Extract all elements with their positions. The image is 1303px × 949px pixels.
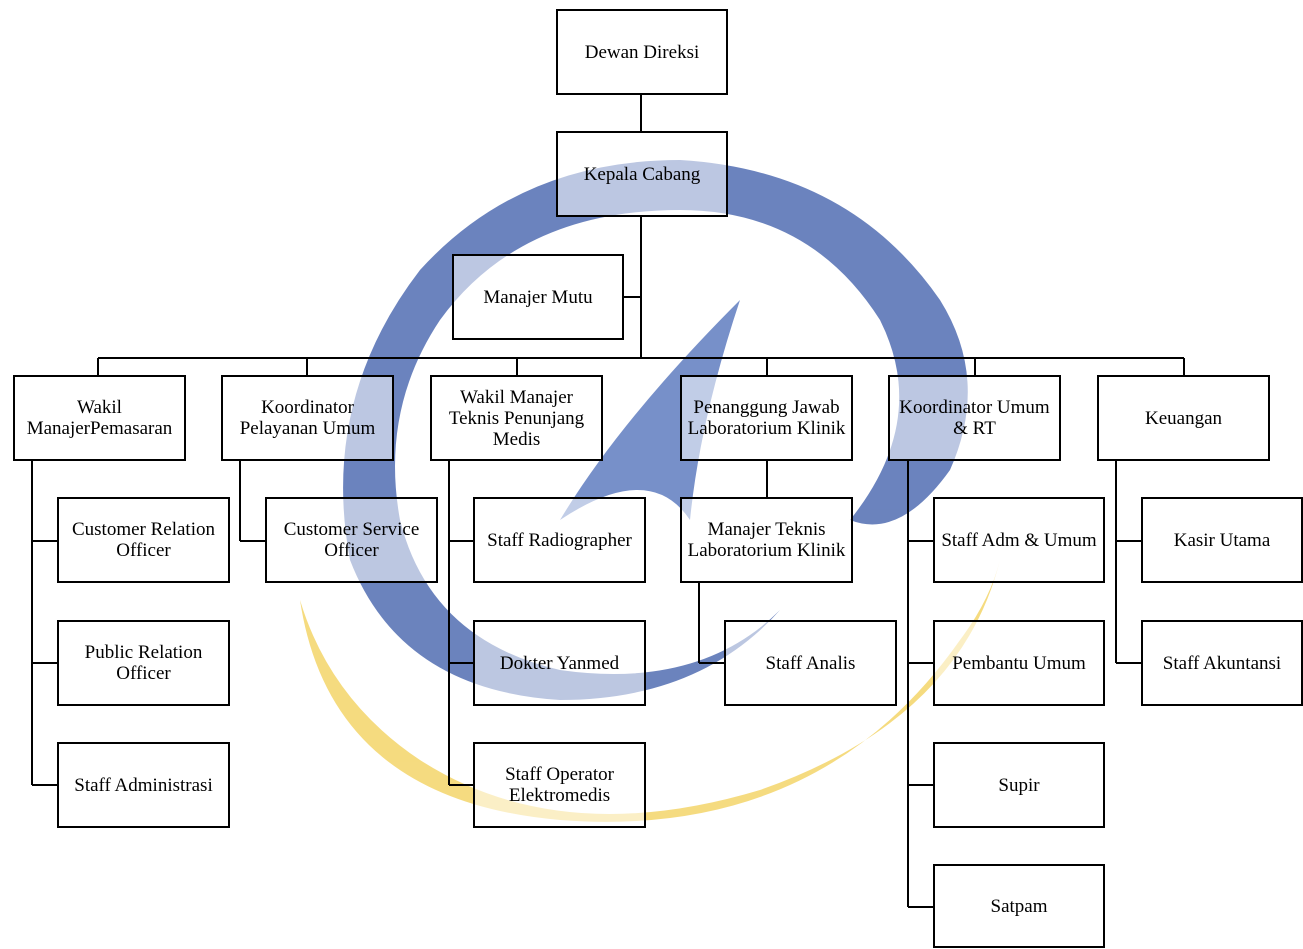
node-label: Pembantu Umum (952, 652, 1086, 674)
node-label: Satpam (990, 895, 1048, 917)
node-staff-adm-umum: Staff Adm & Umum (933, 497, 1105, 583)
node-label: Keuangan (1144, 407, 1223, 429)
node-label: Koordinator Umum & RT (899, 397, 1050, 439)
node-label: Kasir Utama (1173, 529, 1271, 551)
node-kasir-utama: Kasir Utama (1141, 497, 1303, 583)
node-label: Staff Operator Elektromedis (505, 764, 614, 806)
node-label: Koordinator Pelayanan Umum (239, 397, 376, 439)
node-pembantu-umum: Pembantu Umum (933, 620, 1105, 706)
node-label: Customer Relation Officer (71, 519, 215, 561)
node-label: Manajer Teknis Laboratorium Klinik (687, 519, 846, 561)
node-label: Staff Administrasi (74, 774, 213, 796)
node-label: Dokter Yanmed (499, 652, 620, 674)
node-staff-radiographer: Staff Radiographer (473, 497, 646, 583)
node-label: Wakil Manajer Teknis Penunjang Medis (448, 386, 585, 450)
node-label: Staff Analis (765, 652, 856, 674)
node-supir: Supir (933, 742, 1105, 828)
node-manajer-teknis-lab: Manajer Teknis Laboratorium Klinik (680, 497, 853, 583)
node-staff-operator-elektromedis: Staff Operator Elektromedis (473, 742, 646, 828)
node-dokter-yanmed: Dokter Yanmed (473, 620, 646, 706)
node-dewan-direksi: Dewan Direksi (556, 9, 728, 95)
node-penanggung-jawab-lab: Penanggung Jawab Laboratorium Klinik (680, 375, 853, 461)
node-label: Staff Adm & Umum (941, 529, 1097, 551)
node-wakil-manajer-teknis: Wakil Manajer Teknis Penunjang Medis (430, 375, 603, 461)
node-wakil-manajer-pemasaran: Wakil ManajerPemasaran (13, 375, 186, 461)
node-satpam: Satpam (933, 864, 1105, 948)
node-customer-service-officer: Customer Service Officer (265, 497, 438, 583)
node-koordinator-pelayanan-umum: Koordinator Pelayanan Umum (221, 375, 394, 461)
node-staff-akuntansi: Staff Akuntansi (1141, 620, 1303, 706)
node-label: Public Relation Officer (84, 642, 203, 684)
node-staff-analis: Staff Analis (724, 620, 897, 706)
node-label: Customer Service Officer (283, 519, 420, 561)
node-label: Staff Radiographer (487, 529, 632, 551)
node-label: Supir (998, 774, 1040, 796)
node-manajer-mutu: Manajer Mutu (452, 254, 624, 340)
node-label: Penanggung Jawab Laboratorium Klinik (687, 397, 846, 439)
node-koordinator-umum-rt: Koordinator Umum & RT (888, 375, 1061, 461)
node-kepala-cabang: Kepala Cabang (556, 131, 728, 217)
node-staff-administrasi: Staff Administrasi (57, 742, 230, 828)
node-public-relation-officer: Public Relation Officer (57, 620, 230, 706)
node-label: Manajer Mutu (483, 286, 593, 308)
node-label: Wakil ManajerPemasaran (26, 397, 173, 439)
node-label: Dewan Direksi (584, 41, 700, 63)
node-keuangan: Keuangan (1097, 375, 1270, 461)
node-customer-relation-officer: Customer Relation Officer (57, 497, 230, 583)
node-label: Staff Akuntansi (1162, 652, 1282, 674)
node-label: Kepala Cabang (583, 163, 701, 185)
